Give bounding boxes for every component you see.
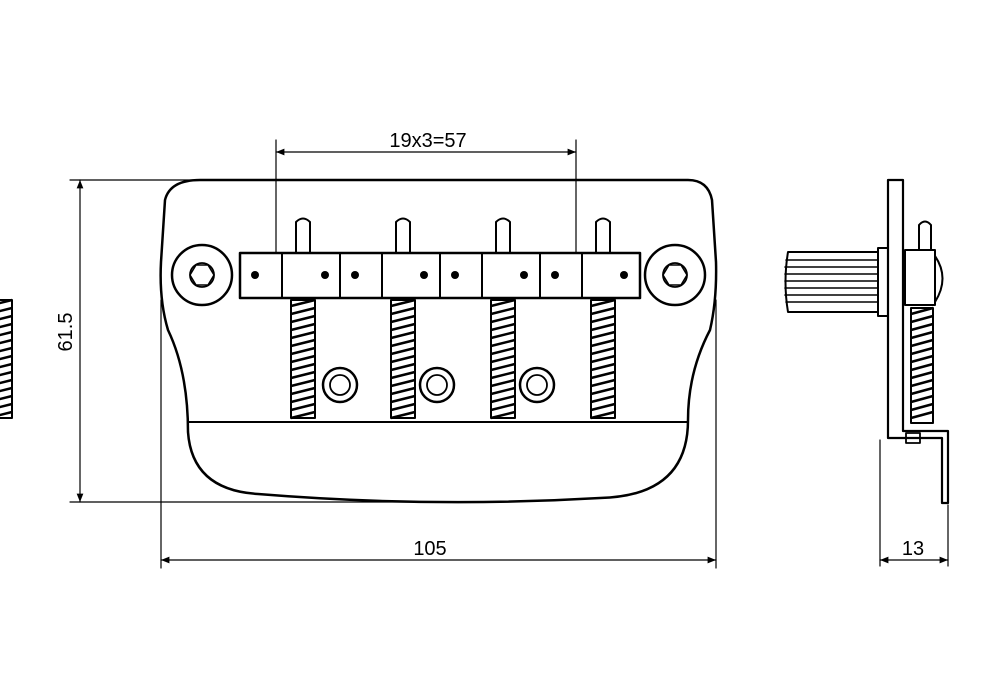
body-screw-holes — [321, 366, 556, 404]
dim-saddle-spacing-label: 19x3=57 — [389, 130, 466, 152]
saddle-pins — [295, 217, 611, 254]
dimensions: 19x3=57 61.5 105 13 — [55, 130, 949, 569]
base-plate — [159, 178, 718, 504]
dim-height-label: 61.5 — [55, 313, 77, 352]
dim-side-depth: 13 — [879, 439, 949, 567]
side-view — [784, 178, 950, 505]
dim-width: 105 — [160, 299, 717, 569]
thumb-wheel — [784, 247, 889, 317]
dim-width-label: 105 — [413, 538, 446, 560]
saddle-row — [238, 251, 642, 300]
dim-saddle-spacing: 19x3=57 — [275, 130, 577, 253]
mount-hole-right — [643, 243, 707, 307]
side-spring — [910, 306, 934, 424]
front-view — [0, 178, 718, 504]
side-saddle — [904, 220, 944, 306]
dim-height: 61.5 — [55, 179, 431, 503]
dim-side-depth-label: 13 — [902, 538, 924, 560]
intonation-springs — [0, 298, 617, 420]
mount-hole-left — [170, 243, 234, 307]
